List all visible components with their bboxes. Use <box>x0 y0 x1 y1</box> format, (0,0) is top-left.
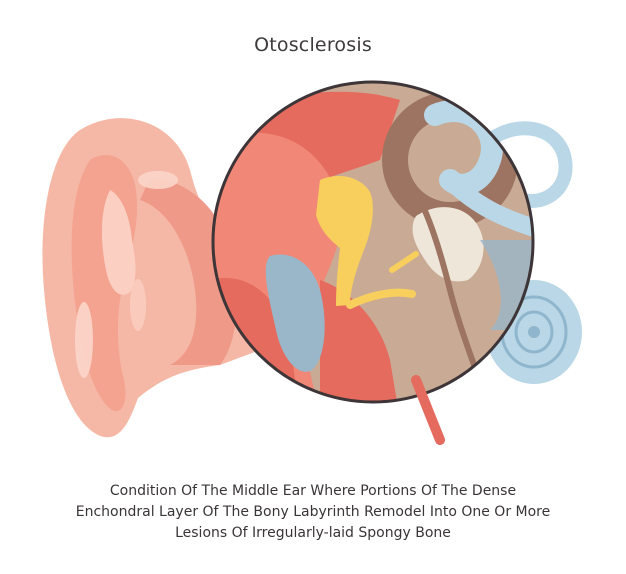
caption-line-2: Enchondral Layer Of The Bony Labyrinth R… <box>75 504 551 520</box>
magnifier-rim <box>211 80 535 404</box>
diagram-title: Otosclerosis <box>254 34 372 56</box>
eustachian-tube <box>411 375 445 445</box>
semicircular-canal-outer <box>483 121 573 208</box>
diagram-caption: Condition Of The Middle Ear Where Portio… <box>0 481 626 544</box>
ear-illustration <box>42 80 582 445</box>
caption-line-1: Condition Of The Middle Ear Where Portio… <box>109 483 517 499</box>
caption-line-3: Lesions Of Irregularly-laid Spongy Bone <box>175 525 451 541</box>
